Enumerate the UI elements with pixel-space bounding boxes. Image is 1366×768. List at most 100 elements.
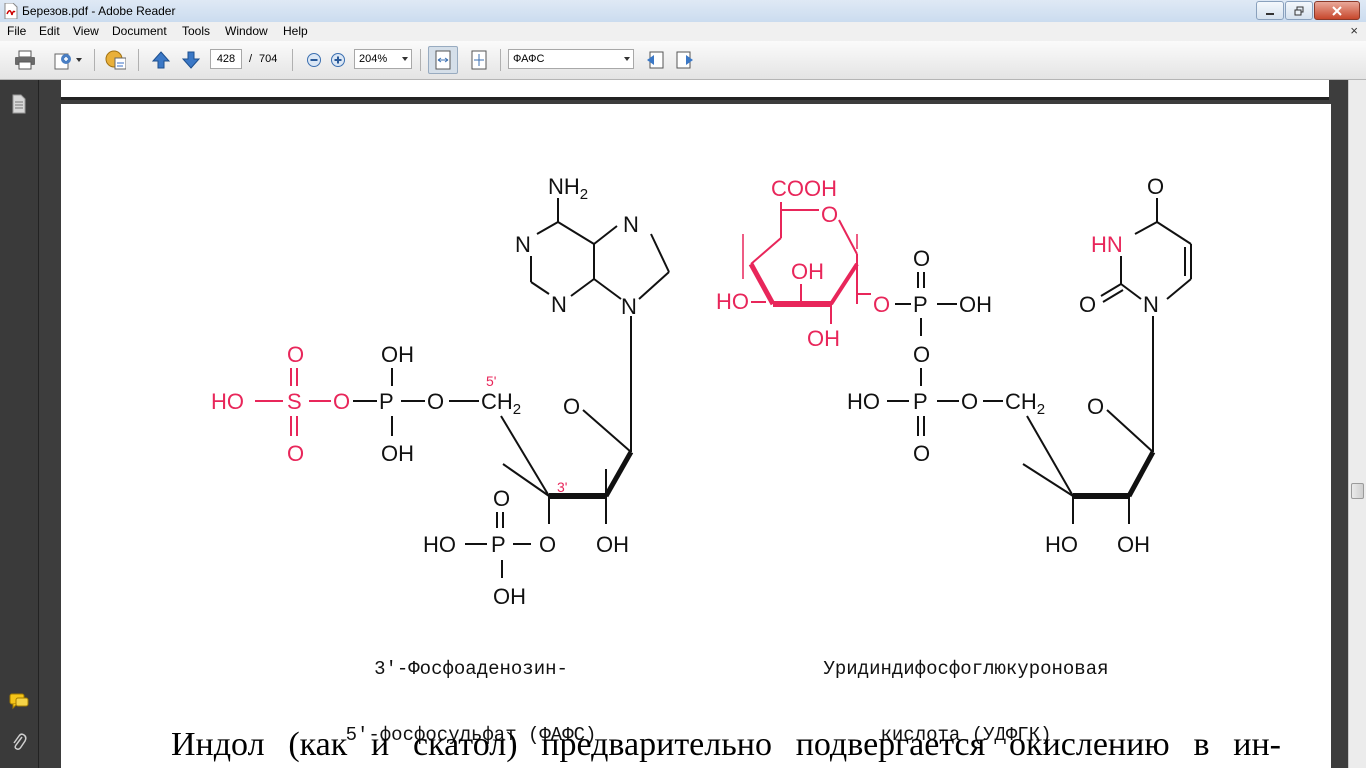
- udpga-p2-ho-label: HO: [847, 389, 880, 414]
- fit-page-button[interactable]: [466, 49, 492, 71]
- minimize-button[interactable]: [1256, 1, 1284, 20]
- paps-ho-label: HO: [211, 389, 244, 414]
- udpga-3ho-label: HO: [1045, 532, 1078, 557]
- zoom-level-value: 204%: [359, 53, 388, 65]
- toolbar-separator: [500, 49, 501, 71]
- udpga-caption-line2: кислота (УДФГК): [880, 724, 1052, 746]
- scrollbar-thumb[interactable]: [1351, 483, 1364, 499]
- total-pages: 704: [259, 53, 278, 65]
- restore-button[interactable]: [1285, 1, 1313, 20]
- udpga-p1-o-label: O: [913, 246, 930, 271]
- vertical-scrollbar[interactable]: [1348, 80, 1366, 768]
- find-input-value: ФАФС: [513, 53, 545, 65]
- udpga-bridge-o-label: O: [913, 342, 930, 367]
- udpga-hn-label: HN: [1091, 232, 1123, 257]
- attachments-panel-button[interactable]: [9, 732, 29, 752]
- paps-3o-label: O: [539, 532, 556, 557]
- find-previous-icon: [647, 51, 664, 69]
- fit-width-icon: [435, 50, 451, 70]
- menu-file[interactable]: File: [7, 24, 27, 38]
- pages-panel-button[interactable]: [9, 94, 29, 114]
- collaborate-button[interactable]: [104, 49, 126, 71]
- close-window-button[interactable]: [1314, 1, 1360, 20]
- toolbar-separator: [292, 49, 293, 71]
- page-number-input[interactable]: 428: [210, 49, 242, 69]
- udpga-caption: Уридиндифосфоглюкуроновая кислота (УДФГК…: [801, 614, 1131, 768]
- menu-tools[interactable]: Tools: [182, 24, 211, 38]
- paps-caption-line2: 5'-фосфосульфат (ФАФС): [345, 724, 597, 746]
- udpga-cooh-label: COOH: [771, 176, 837, 201]
- paps-caption-line1: 3'-Фосфоаденозин-: [374, 658, 568, 680]
- document-view[interactable]: HO S O O O 5' 3' P OH: [39, 80, 1348, 768]
- udpga-o-label: O: [961, 389, 978, 414]
- pdf-file-icon: [4, 3, 18, 19]
- comment-icon: [9, 693, 29, 710]
- udpga-4o-label: O: [1147, 174, 1164, 199]
- udpga-p1-label: P: [913, 292, 928, 317]
- zoom-level-select[interactable]: 204%: [354, 49, 412, 69]
- print-button[interactable]: [14, 49, 36, 71]
- menu-document[interactable]: Document: [112, 24, 167, 38]
- paps-3p-label: P: [491, 532, 506, 557]
- paps-3p-ho-label: HO: [423, 532, 456, 557]
- udpga-n1-label: N: [1143, 292, 1159, 317]
- zoom-in-icon: [331, 53, 345, 67]
- find-next-button[interactable]: [674, 49, 696, 71]
- menu-window[interactable]: Window: [225, 24, 268, 38]
- close-document-button[interactable]: ×: [1350, 23, 1358, 38]
- chemical-structures-figure: HO S O O O 5' 3' P OH: [211, 174, 1192, 609]
- previous-page-button[interactable]: [150, 49, 172, 71]
- paps-o-label: O: [427, 389, 444, 414]
- udpga-3oh-label: OH: [791, 259, 824, 284]
- printer-icon: [15, 50, 35, 70]
- paps-s-label: S: [287, 389, 302, 414]
- udpga-structure: COOH O OH HO OH O: [716, 174, 1192, 557]
- arrow-down-icon: [181, 51, 201, 69]
- restore-icon: [1294, 6, 1304, 15]
- udpga-4ho-label: HO: [716, 289, 749, 314]
- toolbar-separator: [94, 49, 95, 71]
- udpga-ring-o-label: O: [821, 202, 838, 227]
- menu-help[interactable]: Help: [283, 24, 308, 38]
- paps-p-oh-top-label: OH: [381, 342, 414, 367]
- paps-n7-label: N: [623, 212, 639, 237]
- toolbar-separator: [420, 49, 421, 71]
- paps-nh2-label: NH2: [548, 174, 588, 203]
- udpga-p2-label: P: [913, 389, 928, 414]
- comments-panel-button[interactable]: [9, 692, 29, 712]
- share-menu-button[interactable]: [50, 49, 84, 71]
- find-previous-button[interactable]: [644, 49, 666, 71]
- zoom-in-button[interactable]: [327, 49, 349, 71]
- chevron-down-icon: [402, 57, 408, 61]
- paperclip-icon: [13, 733, 27, 750]
- paps-p-label: P: [379, 389, 394, 414]
- paps-ch2-label: CH2: [481, 389, 521, 418]
- collaborate-icon: [105, 50, 126, 70]
- find-input[interactable]: ФАФС: [508, 49, 634, 69]
- chevron-down-icon: [76, 58, 82, 62]
- udpga-2oh-label-2: OH: [1117, 532, 1150, 557]
- udpga-2o-label: O: [1079, 292, 1096, 317]
- navigation-pane: [0, 80, 39, 768]
- udpga-ring-o-label-2: O: [1087, 394, 1104, 419]
- paps-5prime-label: 5': [486, 373, 496, 389]
- paps-2oh-label: OH: [596, 532, 629, 557]
- zoom-out-button[interactable]: [303, 49, 325, 71]
- paps-p-oh-bottom-label: OH: [381, 441, 414, 466]
- scrolling-mode-button[interactable]: [428, 46, 458, 74]
- udpga-ch2-label: CH2: [1005, 389, 1045, 418]
- paps-3p-o-label: O: [493, 486, 510, 511]
- title-bar: Березов.pdf - Adobe Reader: [0, 0, 1366, 22]
- body-paragraph-line: Индол (как и скатол) предварительно подв…: [171, 726, 1281, 763]
- close-icon: [1332, 5, 1342, 16]
- menu-edit[interactable]: Edit: [39, 24, 60, 38]
- next-page-button[interactable]: [180, 49, 202, 71]
- menu-view[interactable]: View: [73, 24, 99, 38]
- paps-ring-o-label: O: [563, 394, 580, 419]
- zoom-out-icon: [307, 53, 321, 67]
- share-icon: [54, 53, 71, 70]
- arrow-up-icon: [151, 51, 171, 69]
- paps-structure: HO S O O O 5' 3' P OH: [211, 174, 670, 609]
- menu-bar: File Edit View Document Tools Window Hel…: [0, 22, 1366, 41]
- fit-page-icon: [471, 50, 487, 70]
